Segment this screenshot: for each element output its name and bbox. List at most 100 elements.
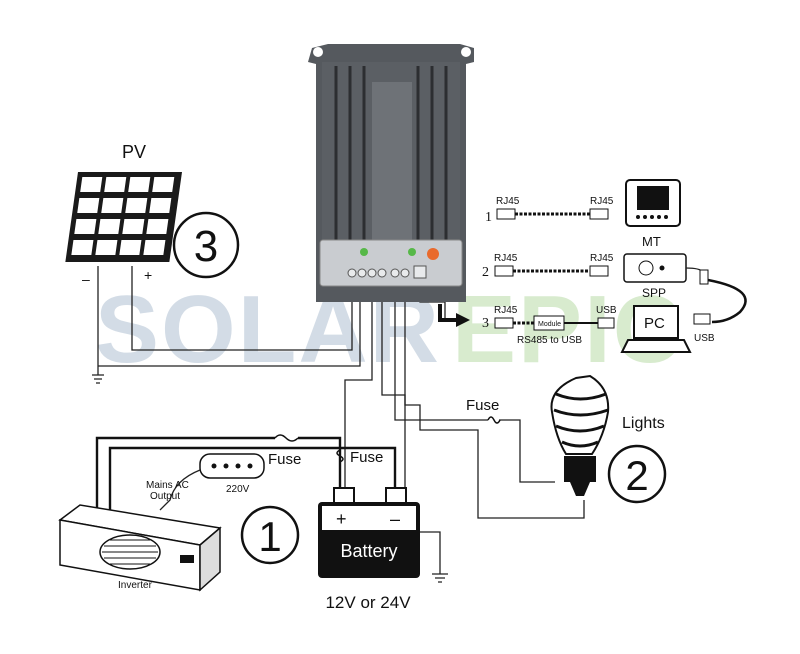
mt-label: MT xyxy=(642,234,661,249)
pv-number: 3 xyxy=(194,222,218,271)
fan-grille xyxy=(102,539,158,565)
rs485-label: RS485 to USB xyxy=(517,335,582,346)
pv-ground-wire xyxy=(92,266,104,384)
battery-voltage: 12V or 24V xyxy=(325,593,411,612)
outlet-cord xyxy=(159,469,201,511)
battery-label: Battery xyxy=(340,541,397,561)
outlet-strip xyxy=(199,453,265,479)
bulb-spiral xyxy=(553,392,609,448)
spp-port xyxy=(638,260,654,276)
rj45-plug xyxy=(589,208,609,220)
mains-ac-label: Mains AC Output xyxy=(146,480,192,502)
mount-hole-left xyxy=(313,47,323,57)
ac-outlet: 220V xyxy=(199,453,265,495)
usb-plug xyxy=(699,269,709,285)
battery-minus: – xyxy=(390,509,400,529)
bulb-base xyxy=(564,456,596,482)
laptop-base xyxy=(620,339,692,353)
lights-number: 2 xyxy=(625,452,648,499)
spp-led xyxy=(659,265,665,271)
heatsink-fins xyxy=(334,66,448,240)
inverter-side xyxy=(199,526,221,592)
battery-plus: + xyxy=(336,509,347,529)
rj45-plug xyxy=(496,208,516,220)
heatsink-center xyxy=(372,82,412,242)
comm-3-right-label: USB xyxy=(596,305,617,316)
inverter-fuse-label: Fuse xyxy=(268,451,301,468)
spp-label: SPP xyxy=(642,286,666,300)
controller-face-panel xyxy=(319,239,463,287)
usb-plug xyxy=(693,313,711,325)
pc-laptop: PC xyxy=(620,305,692,353)
load-wire-b xyxy=(404,292,585,519)
rj45-plug xyxy=(494,265,514,277)
module-label: Module xyxy=(538,321,561,328)
rj45-port xyxy=(413,265,427,279)
comm-row-2: 2 RJ45 RJ45 SPP xyxy=(482,253,747,324)
mt-buttons xyxy=(636,215,668,219)
wires xyxy=(92,266,585,583)
load-lights: Fuse Lights 2 xyxy=(466,374,667,504)
battery-negative-wire xyxy=(381,292,406,490)
comm-index-1: 1 xyxy=(485,210,492,225)
inverter-unit xyxy=(58,504,222,592)
pv-minus: – xyxy=(82,271,90,287)
pc-usb-label: USB xyxy=(694,333,715,344)
battery-top xyxy=(322,506,416,530)
pc-label: PC xyxy=(644,315,665,332)
pv-plus: + xyxy=(144,267,152,283)
terminal-screws xyxy=(347,268,410,278)
pv-cells xyxy=(71,177,175,255)
pv-positive-wire xyxy=(131,266,353,351)
pv-panel: PV – + 3 xyxy=(65,142,240,287)
inverter-cable-to-fuse xyxy=(298,436,342,490)
battery-terminal-negative xyxy=(385,487,407,505)
comm-2-right-label: RJ45 xyxy=(590,253,614,264)
comm-row-3: 3 RJ45 USB Module RS485 to USB PC USB xyxy=(438,304,715,353)
comm-arrow-head xyxy=(456,313,470,327)
inverter-negative-cable xyxy=(95,436,275,540)
rj45-plug xyxy=(589,265,609,277)
comm-index-2: 2 xyxy=(482,265,489,280)
battery-fuse-symbol xyxy=(336,449,344,463)
load-led xyxy=(408,248,416,256)
mains-ac-line1: Mains AC xyxy=(146,480,189,491)
lights-label: Lights xyxy=(622,415,665,432)
comm-2-left-label: RJ45 xyxy=(494,253,518,264)
cfl-bulb xyxy=(550,374,610,496)
usb-cable xyxy=(707,278,747,324)
pv-negative-wire xyxy=(98,292,361,367)
load-wire-a xyxy=(394,292,488,421)
comm-1-left-label: RJ45 xyxy=(496,196,520,207)
mains-ac-line2: Output xyxy=(150,491,180,502)
pv-number-circle xyxy=(172,211,240,279)
comm-index-3: 3 xyxy=(482,316,489,331)
battery-fuse-label: Fuse xyxy=(350,449,383,466)
pv-label: PV xyxy=(122,142,146,162)
mt-screen xyxy=(637,186,669,210)
inverter-label: Inverter xyxy=(118,580,153,591)
charging-led xyxy=(360,248,368,256)
lights-number-circle xyxy=(607,444,667,504)
comm-3-left-label: RJ45 xyxy=(494,305,518,316)
inverter-switch xyxy=(180,555,194,563)
bulb-tip xyxy=(570,482,590,496)
inverter-group: Fuse 220V Mains AC Output Inverter xyxy=(58,434,301,592)
laptop-screen xyxy=(633,305,679,339)
battery: Fuse + – Battery 12V or 24V 1 xyxy=(240,449,420,612)
load-fuse-label: Fuse xyxy=(466,397,499,414)
pv-frame xyxy=(65,172,182,262)
comm-row-1: 1 RJ45 RJ45 MT xyxy=(485,179,681,249)
spp-device xyxy=(623,253,687,283)
load-button xyxy=(427,248,439,260)
inverter-fuse-symbol xyxy=(274,434,299,442)
load-wire-a2 xyxy=(499,419,555,483)
comm-arrow-line xyxy=(438,304,458,322)
comm-1-right-label: RJ45 xyxy=(590,196,614,207)
battery-number: 1 xyxy=(258,513,281,560)
outlet-voltage: 220V xyxy=(226,484,250,495)
charge-controller xyxy=(308,44,474,302)
mount-hole-right xyxy=(461,47,471,57)
battery-positive-wire xyxy=(344,292,373,495)
